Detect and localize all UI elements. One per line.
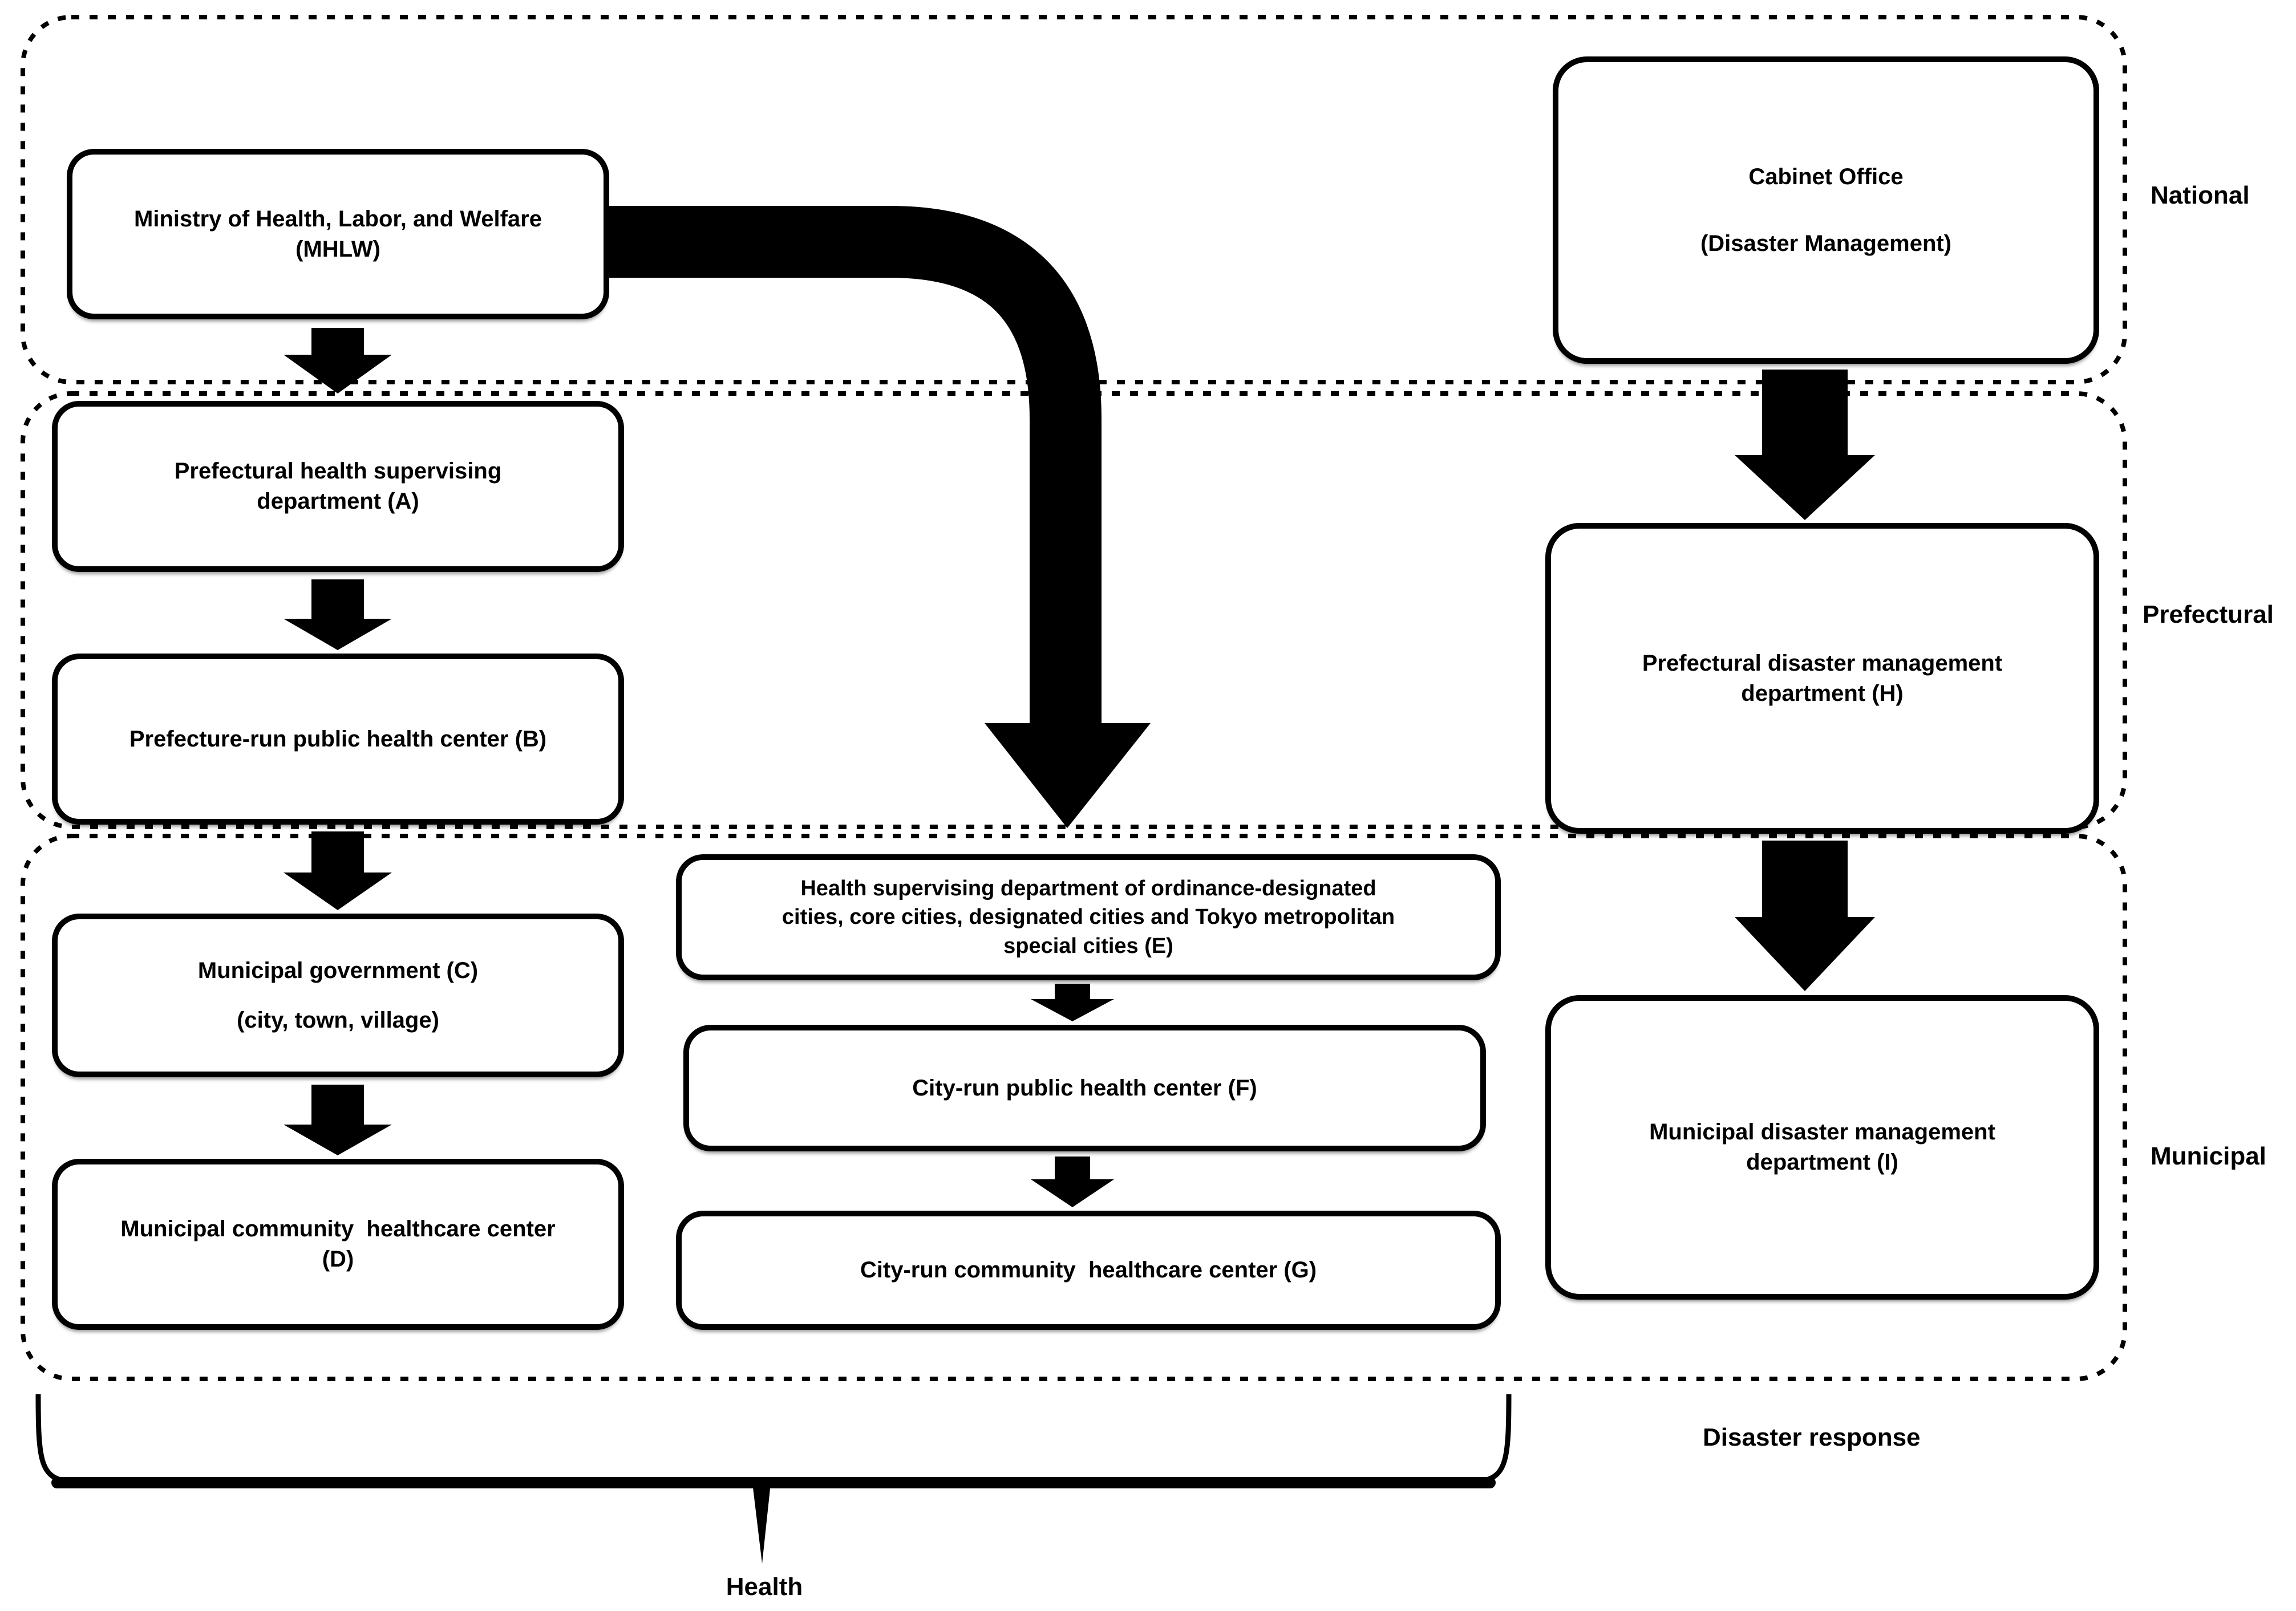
band-label-municipal: Municipal xyxy=(2151,1142,2266,1170)
node-e-line: special cities (E) xyxy=(1003,934,1173,958)
node-prefecture-health-center-b: Prefecture-run public health center (B) xyxy=(52,654,624,825)
node-c-line: Municipal government (C) xyxy=(197,957,479,983)
node-mhlw: Ministry of Health, Labor, and Welfare (… xyxy=(67,149,609,319)
node-d-line: (D) xyxy=(322,1247,354,1272)
node-municipal-healthcare-center-d: Municipal community healthcare center (D… xyxy=(52,1159,624,1330)
node-prefectural-health-dept-a: Prefectural health supervising departmen… xyxy=(52,401,624,572)
arrow-f-to-g xyxy=(1031,1156,1114,1207)
health-brace-left-hook xyxy=(35,1394,66,1484)
arrow-c-to-d xyxy=(284,1085,392,1155)
node-city-health-dept-e: Health supervising department of ordinan… xyxy=(676,854,1501,980)
arrow-h-to-i xyxy=(1735,841,1875,991)
node-mhlw-line: (MHLW) xyxy=(295,236,380,262)
node-e-line: cities, core cities, designated cities a… xyxy=(781,905,1395,930)
node-prefectural-disaster-dept-h: Prefectural disaster management departme… xyxy=(1545,523,2099,834)
node-i-line: Municipal disaster management xyxy=(1649,1119,1995,1145)
band-label-prefectural: Prefectural xyxy=(2143,600,2274,628)
health-label: Health xyxy=(726,1573,803,1601)
health-brace-right-hook xyxy=(1481,1394,1512,1484)
curved-arrow-mhlw-to-e xyxy=(593,206,1102,728)
disaster-response-label: Disaster response xyxy=(1703,1423,1921,1451)
arrow-b-to-c xyxy=(284,831,392,910)
node-h-line: department (H) xyxy=(1741,680,1904,706)
band-national-border xyxy=(21,15,2127,384)
node-cabinet-line: Cabinet Office xyxy=(1748,164,1904,189)
band-municipal-border xyxy=(21,834,2127,1381)
node-b-line: Prefecture-run public health center (B) xyxy=(129,726,547,752)
health-brace-needle xyxy=(752,1478,771,1564)
node-d-line: Municipal community healthcare center xyxy=(120,1216,556,1242)
node-a-line: department (A) xyxy=(257,489,419,514)
node-cabinet-line: (Disaster Management) xyxy=(1700,230,1952,256)
arrow-a-to-b xyxy=(284,579,392,650)
node-g-line: City-run community healthcare center (G) xyxy=(860,1257,1317,1283)
arrow-e-to-f xyxy=(1031,984,1114,1021)
node-mhlw-line: Ministry of Health, Labor, and Welfare xyxy=(134,206,542,232)
arrow-cabinet-to-h xyxy=(1735,370,1875,520)
node-h-line: Prefectural disaster management xyxy=(1642,650,2003,676)
curved-arrow-mhlw-to-e-head xyxy=(985,723,1151,828)
node-e-line: Health supervising department of ordinan… xyxy=(800,876,1376,901)
node-city-health-center-f: City-run public health center (F) xyxy=(683,1025,1486,1151)
band-label-national: National xyxy=(2151,181,2250,209)
node-a-line: Prefectural health supervising xyxy=(174,458,502,484)
node-cabinet-office: Cabinet Office (Disaster Management) xyxy=(1553,56,2099,364)
node-city-healthcare-center-g: City-run community healthcare center (G) xyxy=(676,1211,1501,1330)
node-municipal-disaster-dept-i: Municipal disaster management department… xyxy=(1545,995,2099,1300)
arrow-mhlw-to-a xyxy=(284,328,392,393)
node-municipal-government-c: Municipal government (C) (city, town, vi… xyxy=(52,914,624,1077)
node-c-line: (city, town, village) xyxy=(237,1007,439,1033)
node-i-line: department (I) xyxy=(1746,1150,1898,1175)
band-prefectural-border xyxy=(21,391,2127,829)
node-f-line: City-run public health center (F) xyxy=(912,1075,1257,1101)
